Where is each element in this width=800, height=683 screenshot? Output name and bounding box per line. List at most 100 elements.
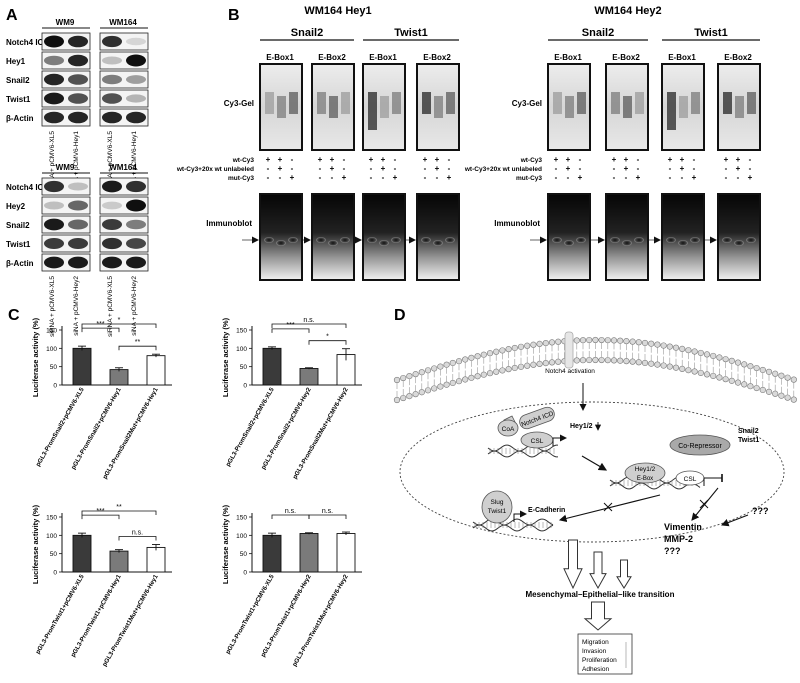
blot-band [102, 219, 122, 230]
immunoblot-band [421, 237, 431, 243]
condition-sign: + [724, 155, 729, 164]
blot-band [126, 94, 146, 103]
gel-band [565, 96, 574, 118]
condition-sign: - [725, 173, 728, 182]
gel-band [679, 96, 688, 118]
dna-strand [487, 444, 559, 458]
condition-sign: - [555, 173, 558, 182]
e-cadherin-label: E-Cadherin [528, 507, 565, 514]
blot-band [102, 201, 122, 210]
blot-band [44, 256, 64, 269]
significance-bracket [81, 510, 157, 515]
blot-band [102, 256, 122, 269]
significance-label: *** [286, 322, 294, 329]
condition-sign: + [278, 155, 283, 164]
twist1-label-2: Twist1 [488, 508, 507, 515]
condition-sign: - [637, 155, 640, 164]
blot-band [102, 56, 122, 65]
gel-band [265, 92, 274, 114]
gel-band [392, 92, 401, 114]
block-arrow [563, 539, 583, 590]
condition-sign: + [736, 155, 741, 164]
condition-sign: - [394, 155, 397, 164]
condition-sign: + [290, 173, 295, 182]
emsa-title: WM164 Hey1 [304, 5, 371, 17]
transcription-arrow [552, 434, 567, 446]
condition-sign: + [435, 164, 440, 173]
gel-band [329, 96, 338, 118]
significance-label: * [118, 317, 121, 324]
immunoblot-label: Immunoblot [494, 219, 540, 228]
gel-band [422, 92, 431, 114]
condition-sign: - [693, 155, 696, 164]
bar-1 [262, 534, 282, 573]
blot-band [126, 199, 146, 212]
blot-row-label: Snail2 [6, 221, 30, 230]
bar-2 [299, 368, 319, 386]
immunoblot-band [722, 237, 732, 243]
co-repressor-protein [669, 434, 731, 456]
lane-label: siRNA + pCMV6-XL5 [107, 131, 114, 192]
blot-band [44, 201, 64, 210]
blot-band [68, 200, 88, 211]
blocked-arrow [691, 487, 719, 521]
immunoblot-band [552, 237, 562, 243]
condition-sign: - [370, 164, 373, 173]
condition-sign: + [566, 164, 571, 173]
unknown-arrow [720, 514, 749, 527]
condition-sign: + [612, 155, 617, 164]
immunoblot-band [276, 240, 286, 246]
y-tick-label: 50 [240, 364, 248, 371]
met-label: Mesenchymal–Epithelial–like transition [526, 590, 675, 599]
gel-band [446, 92, 455, 114]
y-tick-label: 50 [50, 551, 58, 558]
condition-sign: + [381, 155, 386, 164]
immunoblot-band [328, 240, 338, 246]
y-tick-label: 50 [50, 364, 58, 371]
condition-sign: + [393, 173, 398, 182]
condition-sign: + [624, 155, 629, 164]
immunoblot-band [433, 240, 443, 246]
hey-target-label: Hey1/2 [570, 423, 593, 430]
condition-sign: + [578, 173, 583, 182]
bar-3 [146, 546, 166, 573]
cy3-gel-label: Cy3-Gel [224, 99, 254, 108]
vimentin-label: Vimentin [664, 522, 702, 532]
block-arrow [583, 601, 613, 631]
y-tick-label: 100 [46, 533, 57, 540]
condition-sign: - [291, 164, 294, 173]
slug-twist1-protein [481, 490, 513, 524]
condition-sign: - [267, 173, 270, 182]
condition-sign: - [637, 164, 640, 173]
bar-1 [72, 347, 92, 386]
significance-bracket [81, 327, 120, 333]
blot-band [68, 54, 88, 67]
blot-band [68, 256, 88, 269]
condition-sign: - [567, 173, 570, 182]
significance-label: * [326, 334, 329, 341]
y-axis-title: Luciferase activity (%) [221, 317, 230, 397]
cy3-gel-label: Cy3-Gel [512, 99, 542, 108]
condition-sign: - [681, 173, 684, 182]
blot-band [126, 37, 146, 46]
panel-label-d: D [394, 307, 406, 324]
significance-bracket [271, 323, 347, 328]
outcome-label: Proliferation [582, 657, 617, 664]
significance-bracket [81, 514, 120, 520]
condition-sign: + [447, 173, 452, 182]
blot-band [44, 111, 64, 124]
blot-band [44, 238, 64, 249]
ebox-label: E-Box2 [724, 53, 752, 62]
outcomes-box [577, 633, 633, 675]
immunoblot-band [678, 240, 688, 246]
significance-bracket [308, 514, 347, 519]
blot-band [44, 218, 64, 231]
ebox-label: E-Box1 [668, 53, 696, 62]
significance-label: *** [96, 508, 104, 515]
lane-label: siNA + pCMV6-Hey2 [73, 276, 80, 336]
blot-band [126, 219, 146, 230]
y-tick-label: 150 [236, 328, 247, 335]
